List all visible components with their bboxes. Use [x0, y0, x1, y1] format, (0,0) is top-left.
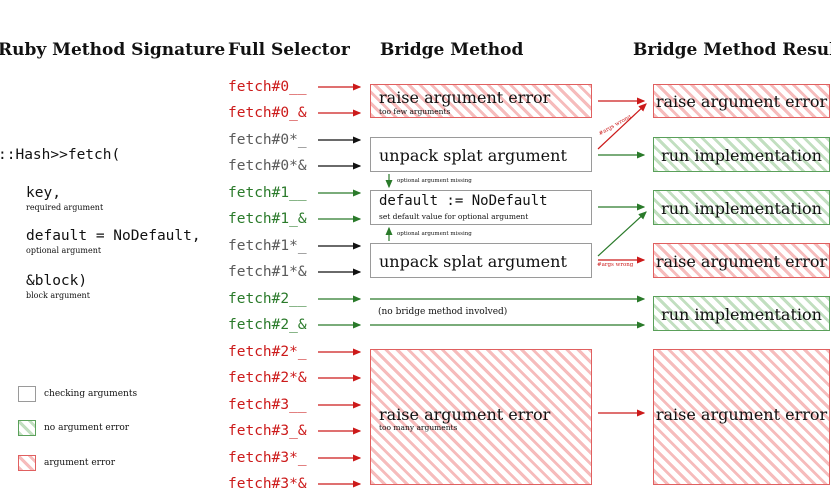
result-label-3: run implementation: [661, 199, 822, 218]
bridge-too-many-note: too many arguments: [379, 423, 458, 432]
result-label-2: run implementation: [661, 146, 822, 165]
signature-call: ::Hash>>fetch(: [0, 147, 121, 163]
signature-key: key,: [26, 185, 61, 201]
signature-default: default = NoDefault,: [26, 228, 201, 244]
result-label-4: raise argument error: [655, 252, 828, 271]
selector-fetch-2_&: fetch#2_&: [228, 317, 307, 333]
selector-fetch-0_&: fetch#0_&: [228, 105, 307, 121]
selector-fetch-1__: fetch#1__: [228, 185, 307, 201]
legend-check-swatch: [18, 386, 36, 402]
result-box-6: raise argument error: [653, 349, 830, 485]
bridge-default-box: default := NoDefault set default value f…: [370, 190, 592, 225]
signature-default-note: optional argument: [26, 246, 102, 255]
legend-ok-label: no argument error: [44, 423, 130, 433]
bridge-none-label: (no bridge method involved): [378, 307, 508, 317]
bridge-unpack-title-2: unpack splat argument: [379, 252, 567, 271]
selector-fetch-2*&: fetch#2*&: [228, 370, 307, 386]
result-label-5: run implementation: [661, 305, 822, 324]
missing-note-1: optional argument missing: [397, 178, 472, 184]
result-box-1: raise argument error: [653, 84, 830, 118]
header-signature: Ruby Method Signature: [0, 40, 226, 60]
bridge-too-few-box: raise argument error too few arguments: [370, 84, 592, 118]
header-bridge: Bridge Method: [380, 40, 524, 60]
selector-fetch-3__: fetch#3__: [228, 397, 307, 413]
selector-fetch-1_&: fetch#1_&: [228, 211, 307, 227]
bridge-too-many-title: raise argument error: [379, 405, 551, 424]
bridge-default-note: set default value for optional argument: [379, 212, 529, 221]
result-box-4: raise argument error: [653, 243, 830, 278]
bridge-too-few-title: raise argument error: [379, 88, 551, 107]
bridge-unpack-box-1: unpack splat argument: [370, 137, 592, 172]
selector-fetch-3*&: fetch#3*&: [228, 476, 307, 492]
bridge-too-many-box: raise argument error too many arguments: [370, 349, 592, 485]
arrow-unpack1-to-error: [597, 103, 647, 150]
selector-fetch-3_&: fetch#3_&: [228, 423, 307, 439]
header-selector: Full Selector: [228, 40, 350, 60]
selector-fetch-0__: fetch#0__: [228, 79, 307, 95]
result-label-1: raise argument error: [655, 92, 828, 111]
result-box-2: run implementation: [653, 137, 830, 172]
selector-fetch-1*&: fetch#1*&: [228, 264, 307, 280]
result-box-5: run implementation: [653, 296, 830, 331]
missing-note-2: optional argument missing: [397, 231, 472, 237]
args-wrong-note-2: #args wrong: [597, 262, 634, 268]
result-box-3: run implementation: [653, 190, 830, 225]
selector-fetch-3*_: fetch#3*_: [228, 450, 307, 466]
signature-key-note: required argument: [26, 203, 104, 212]
signature-block: &block): [26, 273, 88, 289]
legend-check-label: checking arguments: [44, 389, 138, 399]
bridge-unpack-title-1: unpack splat argument: [379, 146, 567, 165]
selector-fetch-2__: fetch#2__: [228, 291, 307, 307]
signature-block-note: block argument: [26, 291, 90, 300]
selector-fetch-1*_: fetch#1*_: [228, 238, 307, 254]
bridge-default-title: default := NoDefault: [379, 193, 548, 209]
selector-fetch-0*&: fetch#0*&: [228, 158, 307, 174]
legend-ok-swatch: [18, 420, 36, 436]
legend-error-label: argument error: [44, 458, 116, 468]
result-label-6: raise argument error: [655, 405, 828, 424]
bridge-too-few-note: too few arguments: [379, 107, 451, 116]
selector-fetch-2*_: fetch#2*_: [228, 344, 307, 360]
selector-fetch-0*_: fetch#0*_: [228, 132, 307, 148]
legend-error-swatch: [18, 455, 36, 471]
header-result: Bridge Method Result: [633, 40, 831, 60]
arrow-unpack2-to-run: [597, 211, 647, 257]
bridge-unpack-box-2: unpack splat argument: [370, 243, 592, 278]
